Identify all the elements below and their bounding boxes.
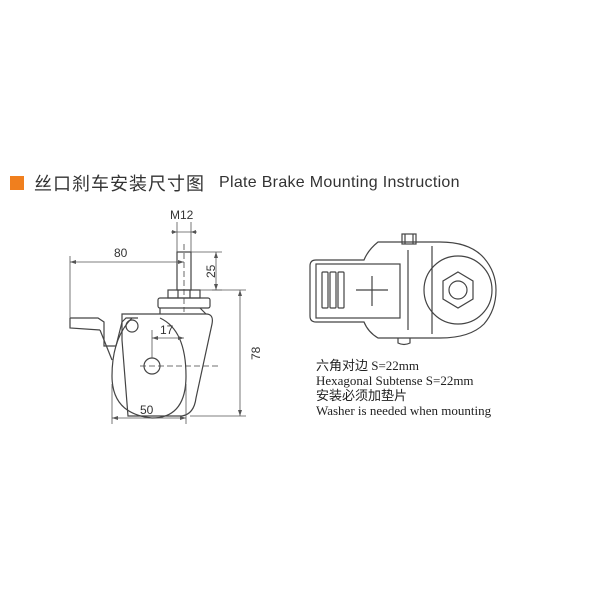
top-housing [309,241,497,339]
dim-50: 50 [140,403,154,417]
section-header: 丝口刹车安装尺寸图 Plate Brake Mounting Instructi… [10,168,460,198]
dim-80: 80 [114,246,128,260]
dim-78: 78 [249,346,263,360]
dim-17: 17 [160,323,174,337]
orange-square-marker [10,176,24,190]
slot [329,271,337,309]
mount-plate [157,297,211,309]
note-line: 安装必须加垫片 [316,388,408,403]
top-view [309,233,497,346]
dim-25: 25 [204,264,218,278]
title-english: Plate Brake Mounting Instruction [219,174,460,191]
top-stud [401,233,417,245]
dimension-arrows [70,230,242,420]
title-chinese: 丝口刹车安装尺寸图 [34,174,205,195]
brake-pedal [70,317,138,347]
slot [337,271,345,309]
brake-pivot [125,319,139,333]
side-dimensions [69,222,246,424]
hex-nut-top [442,271,474,309]
round-plate [423,255,493,325]
slot [321,271,329,309]
side-view [69,244,220,419]
fork [121,313,213,417]
note-line: Washer is needed when mounting [316,403,492,418]
brake-plate [315,263,401,319]
stem-hole [448,280,468,300]
mounting-notes: 六角对边 S=22mm Hexagonal Subtense S=22mm 安装… [316,358,491,418]
note-line: 六角对边 S=22mm [316,358,420,373]
dim-m12: M12 [170,208,194,222]
note-line: Hexagonal Subtense S=22mm [316,373,474,388]
